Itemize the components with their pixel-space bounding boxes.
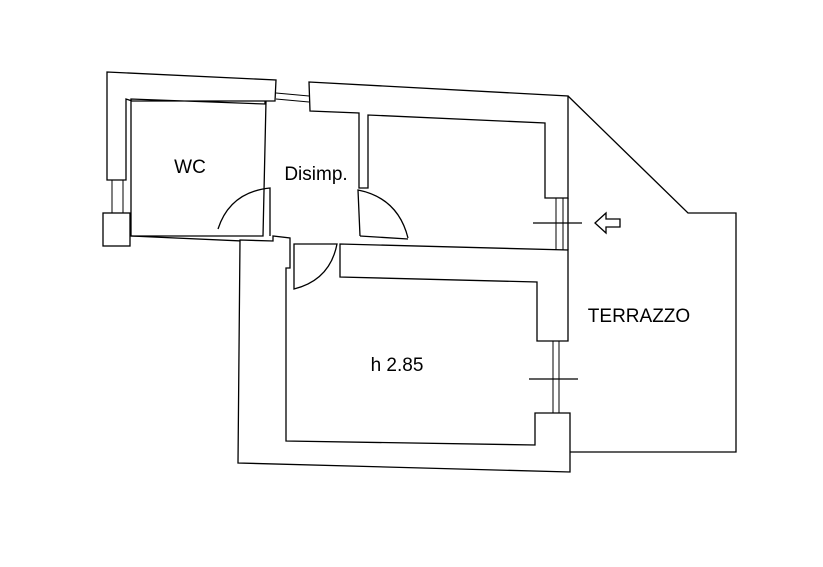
wc-walls — [102, 71, 277, 247]
wc-door-swing — [217, 187, 271, 236]
terrace-outline — [567, 95, 737, 453]
room-label-terrace: TERRAZZO — [588, 306, 690, 327]
room-label-hall: Disimp. — [284, 164, 347, 185]
room-label-wc: WC — [174, 157, 206, 178]
upper-room-walls — [275, 81, 569, 199]
upper-terrace-door — [533, 198, 582, 250]
room-label-main: h 2.85 — [371, 355, 424, 376]
arrow-left-icon — [594, 211, 621, 235]
main-terrace-door — [529, 341, 578, 413]
main-room-door-swing — [293, 243, 338, 290]
upper-room-door-swing — [357, 189, 409, 239]
main-room-walls — [237, 198, 571, 473]
